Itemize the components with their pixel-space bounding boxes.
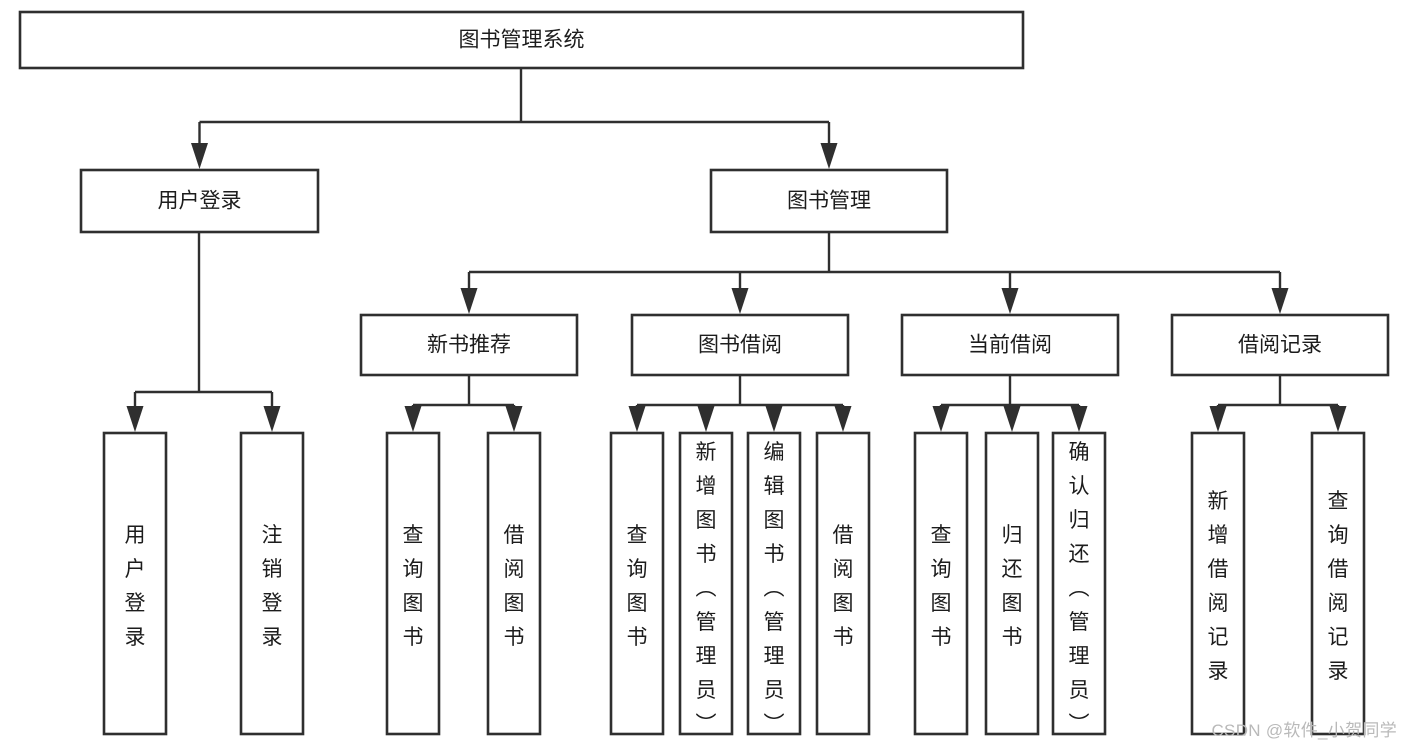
connector-group xyxy=(628,375,852,432)
node-label: 借阅图书 xyxy=(504,524,525,649)
node-layer: 图书管理系统用户登录图书管理新书推荐图书借阅当前借阅借阅记录用户登录注销登录查询… xyxy=(18,10,1390,736)
arrow-head-icon xyxy=(1003,406,1021,432)
arrow-head-icon xyxy=(628,406,646,432)
node-box[interactable] xyxy=(815,431,871,736)
node-box[interactable] xyxy=(678,431,734,736)
connector-group xyxy=(404,375,523,432)
arrow-head-icon xyxy=(820,143,838,169)
node-label: 图书管理系统 xyxy=(459,29,585,52)
node-label: 编辑图书︵管理员︶ xyxy=(764,441,785,736)
node-box[interactable] xyxy=(239,431,305,736)
node-leaf-query-book-2[interactable]: 查询图书 xyxy=(609,431,665,736)
node-box[interactable] xyxy=(984,431,1040,736)
node-box[interactable] xyxy=(913,431,969,736)
arrow-head-icon xyxy=(1070,406,1088,432)
node-leaf-borrow-book-1[interactable]: 借阅图书 xyxy=(486,431,542,736)
connector-group xyxy=(932,375,1088,432)
node-label: 借阅图书 xyxy=(833,524,854,649)
connector-group xyxy=(191,68,838,169)
node-leaf-logout[interactable]: 注销登录 xyxy=(239,431,305,736)
node-root[interactable]: 图书管理系统 xyxy=(18,10,1025,70)
node-leaf-add-book[interactable]: 新增图书︵管理员︶ xyxy=(678,431,734,736)
arrow-head-icon xyxy=(1271,288,1289,314)
node-leaf-query-book-1[interactable]: 查询图书 xyxy=(385,431,441,736)
arrow-head-icon xyxy=(1209,406,1227,432)
arrow-head-icon xyxy=(1329,406,1347,432)
node-book-manage[interactable]: 图书管理 xyxy=(709,168,949,234)
node-leaf-return-book[interactable]: 归还图书 xyxy=(984,431,1040,736)
arrow-head-icon xyxy=(460,288,478,314)
node-borrow-record[interactable]: 借阅记录 xyxy=(1170,313,1390,377)
node-label: 注销登录 xyxy=(262,524,283,649)
node-label: 新增图书︵管理员︶ xyxy=(696,441,717,736)
node-box[interactable] xyxy=(1170,313,1390,377)
node-leaf-user-login[interactable]: 用户登录 xyxy=(102,431,168,736)
node-label: 图书管理 xyxy=(787,190,871,213)
node-new-book-recommend[interactable]: 新书推荐 xyxy=(359,313,579,377)
arrow-head-icon xyxy=(191,143,208,169)
node-box[interactable] xyxy=(18,10,1025,70)
connector-group xyxy=(1209,375,1347,432)
node-box[interactable] xyxy=(900,313,1120,377)
node-label: 借阅记录 xyxy=(1238,334,1322,357)
arrow-head-icon xyxy=(404,406,422,432)
arrow-head-icon xyxy=(932,406,950,432)
node-box[interactable] xyxy=(385,431,441,736)
arrow-head-icon xyxy=(731,288,749,314)
node-box[interactable] xyxy=(1051,431,1107,736)
node-label: 归还图书 xyxy=(1002,524,1023,649)
node-leaf-query-record[interactable]: 查询借阅记录 xyxy=(1310,431,1366,736)
node-label: 新增借阅记录 xyxy=(1208,490,1229,683)
arrow-head-icon xyxy=(697,406,715,432)
node-label: 用户登录 xyxy=(125,524,146,649)
arrow-head-icon xyxy=(263,406,281,432)
arrow-head-icon xyxy=(1001,288,1019,314)
node-label: 用户登录 xyxy=(158,190,242,213)
node-label: 新书推荐 xyxy=(427,334,511,357)
node-box[interactable] xyxy=(746,431,802,736)
node-box[interactable] xyxy=(79,168,320,234)
node-leaf-add-record[interactable]: 新增借阅记录 xyxy=(1190,431,1246,736)
node-box[interactable] xyxy=(1310,431,1366,736)
node-current-borrow[interactable]: 当前借阅 xyxy=(900,313,1120,377)
node-label: 查询图书 xyxy=(403,524,424,649)
connector-group xyxy=(460,232,1289,314)
node-label: 查询借阅记录 xyxy=(1328,490,1349,683)
node-box[interactable] xyxy=(609,431,665,736)
arrow-head-icon xyxy=(765,406,783,432)
connector-group xyxy=(126,232,281,432)
node-label: 图书借阅 xyxy=(698,334,782,357)
node-label: 确认归还︵管理员︶ xyxy=(1069,441,1090,736)
node-box[interactable] xyxy=(1190,431,1246,736)
node-box[interactable] xyxy=(709,168,949,234)
node-box[interactable] xyxy=(486,431,542,736)
arrow-head-icon xyxy=(505,406,523,432)
arrow-head-icon xyxy=(126,406,144,432)
node-label: 查询图书 xyxy=(931,524,952,649)
arrow-head-icon xyxy=(834,406,852,432)
connector-layer xyxy=(126,68,1347,432)
node-box[interactable] xyxy=(102,431,168,736)
node-box[interactable] xyxy=(359,313,579,377)
node-user-login[interactable]: 用户登录 xyxy=(79,168,320,234)
node-leaf-confirm-return[interactable]: 确认归还︵管理员︶ xyxy=(1051,431,1107,736)
node-leaf-borrow-book-2[interactable]: 借阅图书 xyxy=(815,431,871,736)
node-leaf-edit-book[interactable]: 编辑图书︵管理员︶ xyxy=(746,431,802,736)
node-label: 当前借阅 xyxy=(968,334,1052,357)
node-label: 查询图书 xyxy=(627,524,648,649)
node-leaf-query-book-3[interactable]: 查询图书 xyxy=(913,431,969,736)
node-book-borrow[interactable]: 图书借阅 xyxy=(630,313,850,377)
node-box[interactable] xyxy=(630,313,850,377)
